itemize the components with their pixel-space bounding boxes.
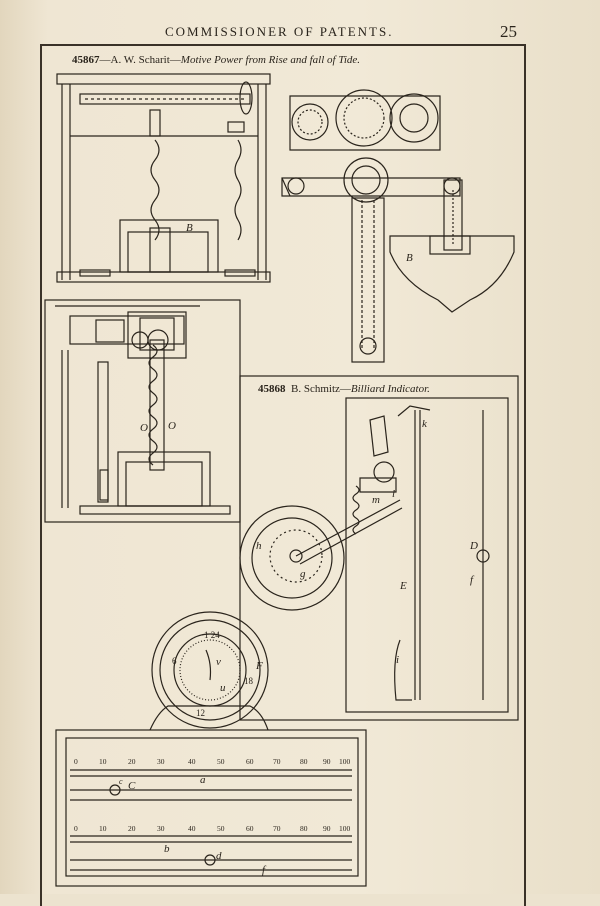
patent-45868-number: 45868 — [258, 383, 286, 395]
scale-label-a: a — [200, 774, 206, 786]
label-l: l — [392, 488, 396, 500]
label-g: g — [300, 568, 306, 580]
label-o-left: O — [140, 422, 148, 434]
scale-tick: 60 — [246, 757, 254, 766]
dial-label-f: F — [256, 660, 263, 672]
dial-label-v: v — [216, 656, 221, 668]
dial-label-u: u — [220, 682, 226, 694]
patent-45867-number: 45867 — [72, 54, 100, 66]
scale-tick: 50 — [217, 757, 225, 766]
patent-45867-caption: 45867—A. W. Scharit—Motive Power from Ri… — [72, 54, 360, 66]
scale-tick: 90 — [323, 824, 331, 833]
scale-label-c: C — [128, 780, 136, 792]
scale-tick: 30 — [157, 824, 165, 833]
patent-45868-title: Billiard Indicator. — [350, 383, 430, 395]
tide-motor-elevation — [56, 73, 271, 283]
patent-45867-inventor: —A. W. Scharit— — [99, 54, 181, 66]
scale-tick: 40 — [188, 824, 196, 833]
scale-tick: 20 — [128, 757, 136, 766]
patent-45867-title: Motive Power from Rise and fall of Tide. — [180, 54, 361, 66]
scale-tick: 70 — [273, 824, 281, 833]
patent-45868-caption: 45868 B. Schmitz—Billiard Indicator. — [258, 383, 430, 395]
label-e: E — [400, 580, 407, 592]
scale-tick: 90 — [323, 757, 331, 766]
scale-tick: 40 — [188, 757, 196, 766]
running-head: COMMISSIONER OF PATENTS. 25 — [0, 22, 600, 46]
scale-label-c-small: c — [119, 777, 123, 786]
scale-tick: 60 — [246, 824, 254, 833]
label-k: k — [422, 418, 427, 430]
scale-tick: 100 — [339, 824, 351, 833]
scale-tick: 50 — [217, 824, 225, 833]
scale-tick: 20 — [128, 824, 136, 833]
scale-tick: 80 — [300, 824, 308, 833]
label-i: i — [396, 654, 400, 666]
label-h: h — [256, 540, 262, 552]
scale-label-f: f — [262, 864, 266, 876]
dial-label-bottom: 12 — [196, 708, 205, 718]
plate-frame — [40, 44, 526, 906]
billiard-dial — [149, 611, 269, 731]
dial-label-right: 18 — [244, 676, 253, 686]
scale-tick: 10 — [99, 824, 107, 833]
page-number: 25 — [500, 22, 517, 41]
scale-tick: 30 — [157, 757, 165, 766]
billiard-indicator-mechanism — [239, 375, 519, 721]
scale-tick: 70 — [273, 757, 281, 766]
scale-label-d: d — [216, 850, 222, 862]
label-f-rod: f — [470, 574, 474, 586]
label-m: m — [372, 494, 380, 506]
dial-label-top: 1 24 — [204, 630, 220, 640]
label-d: D — [470, 540, 478, 552]
scale-tick: 100 — [339, 757, 351, 766]
label-o-right: O — [168, 420, 176, 432]
tide-motor-gearing — [281, 89, 515, 363]
label-b-elevation: B — [186, 222, 193, 234]
scale-tick: 10 — [99, 757, 107, 766]
billiard-scale — [55, 729, 367, 887]
scale-tick: 80 — [300, 757, 308, 766]
label-b-gearing: B — [406, 252, 413, 264]
scale-tick: 0 — [74, 757, 78, 766]
running-title: COMMISSIONER OF PATENTS. — [165, 24, 394, 39]
patent-45868-inventor: B. Schmitz— — [291, 383, 351, 395]
scale-tick: 0 — [74, 824, 78, 833]
tide-motor-plan — [44, 299, 241, 523]
scale-label-b: b — [164, 843, 170, 855]
dial-label-left: 6 — [172, 656, 177, 666]
